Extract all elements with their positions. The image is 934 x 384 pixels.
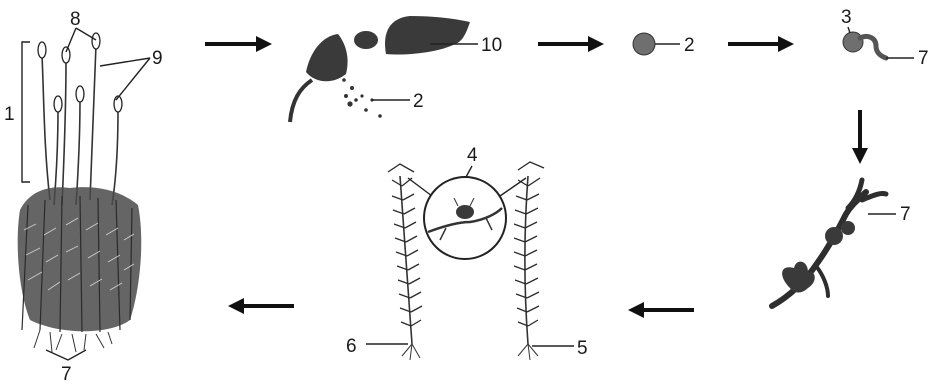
capsule-stalk <box>290 80 312 122</box>
label-4: 4 <box>467 145 478 166</box>
capsule-releasing-spores <box>290 16 470 122</box>
cycle-arrows <box>205 36 868 318</box>
protonema-bud-2 <box>841 221 855 235</box>
mature-moss-plant <box>18 33 142 360</box>
label-7-germination: 7 <box>918 48 929 69</box>
sporophyte-stalks <box>42 45 118 205</box>
sporophyte-capsules <box>38 33 122 112</box>
protonema-bud-1 <box>825 227 843 245</box>
fertilization-magnifier <box>424 177 506 259</box>
label-2-released: 2 <box>413 91 424 112</box>
protonema-filament <box>860 36 886 58</box>
arrow-shoots-to-clump <box>228 298 294 314</box>
capsule-lid <box>385 16 470 55</box>
released-spores <box>342 78 382 118</box>
label-7-rhizoids: 7 <box>61 364 72 384</box>
label-1: 1 <box>4 104 15 125</box>
arrow-capsule-to-spore <box>538 36 604 52</box>
arrow-germination-to-protonema <box>852 110 868 164</box>
label-6: 6 <box>346 336 357 357</box>
young-leafy-shoot <box>782 262 815 293</box>
zygote <box>456 205 474 219</box>
clump-rhizoids <box>34 330 112 352</box>
sporophyte-bracket <box>22 42 30 182</box>
male-shoot <box>388 164 422 360</box>
label-3: 3 <box>841 7 852 28</box>
capsule-body <box>306 34 348 81</box>
pointer-9 <box>100 58 150 100</box>
label-5: 5 <box>577 338 588 359</box>
protonema-with-bud <box>772 180 886 306</box>
arrow-clump-to-capsule <box>205 36 272 52</box>
leafy-gametophyte-clump <box>18 187 142 332</box>
female-shoot-top <box>518 162 544 170</box>
gametophyte-shoots <box>388 162 544 360</box>
magnifier-lead-right <box>500 178 526 196</box>
pointer-4 <box>466 166 472 177</box>
arrow-protonema-to-shoots <box>628 302 694 318</box>
single-spore <box>633 33 655 55</box>
label-7-protonema: 7 <box>900 204 911 225</box>
label-8: 8 <box>70 9 81 30</box>
label-2-spore: 2 <box>684 35 695 56</box>
germinating-spore <box>843 32 886 58</box>
label-10: 10 <box>481 35 502 56</box>
male-shoot-top <box>388 164 414 172</box>
label-9: 9 <box>152 48 163 69</box>
female-shoot <box>514 162 544 360</box>
magnifier-lead-left <box>408 178 432 196</box>
capsule-cap-ring <box>354 31 378 49</box>
arrow-spore-to-germination <box>728 36 794 52</box>
protonema-branch <box>772 192 866 306</box>
